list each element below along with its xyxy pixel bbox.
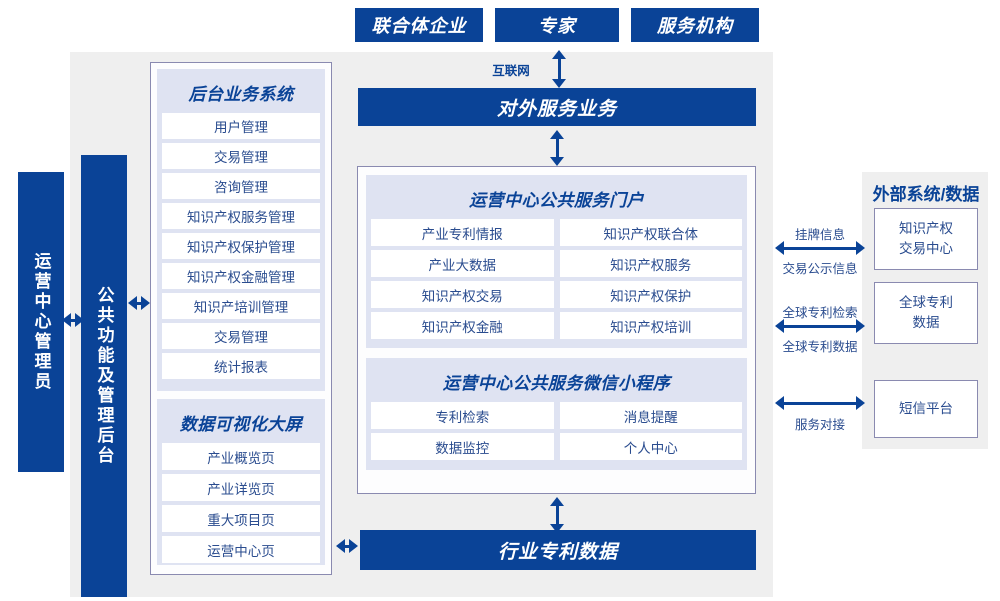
- top-actor-expert[interactable]: 专家: [495, 8, 619, 42]
- external-system-ip-exchange[interactable]: 知识产权 交易中心: [874, 208, 978, 270]
- external-flow-arrow-1: [775, 240, 865, 256]
- flow-label-jiaoyi-gongshi: 交易公示信息: [782, 262, 858, 276]
- service-to-portal-arrow: [549, 130, 565, 166]
- top-actor-service-org[interactable]: 服务机构: [631, 8, 759, 42]
- portal-to-industry-arrow: [549, 497, 565, 533]
- external-system-label: 全球专利 数据: [899, 295, 953, 330]
- miniprogram-item[interactable]: 数据监控: [371, 433, 554, 460]
- backend-systems-frame: 后台业务系统 用户管理 交易管理 咨询管理 知识产权服务管理 知识产权保护管理 …: [150, 62, 332, 575]
- top-actor-lianheti[interactable]: 联合体企业: [355, 8, 483, 42]
- list-item[interactable]: 交易管理: [162, 323, 320, 349]
- list-item[interactable]: 重大项目页: [162, 505, 320, 532]
- data-visualization-title: 数据可视化大屏: [179, 415, 303, 434]
- list-item[interactable]: 产业概览页: [162, 443, 320, 470]
- flow-label-guapai: 挂牌信息: [794, 228, 845, 242]
- data-visualization-group: 数据可视化大屏 产业概览页 产业详览页 重大项目页 运营中心页: [157, 399, 325, 565]
- portal-item[interactable]: 产业专利情报: [371, 219, 554, 246]
- list-item[interactable]: 咨询管理: [162, 173, 320, 199]
- backend-system-title: 后台业务系统: [188, 85, 294, 104]
- backend-system-list: 用户管理 交易管理 咨询管理 知识产权服务管理 知识产权保护管理 知识产权金融管…: [162, 113, 320, 379]
- portal-item[interactable]: 知识产权服务: [559, 250, 742, 277]
- role-common-backend-bar[interactable]: 公共功能及管理后台: [81, 155, 127, 597]
- role-operator-bar[interactable]: 运营中心管理员: [18, 172, 64, 472]
- data-visualization-list: 产业概览页 产业详览页 重大项目页 运营中心页: [162, 443, 320, 563]
- list-item[interactable]: 运营中心页: [162, 536, 320, 563]
- list-item[interactable]: 交易管理: [162, 143, 320, 169]
- visualization-to-industry-arrow: [336, 538, 358, 554]
- external-systems-title: 外部系统/数据: [872, 185, 980, 204]
- operator-to-backend-arrow: [62, 312, 84, 328]
- external-system-label: 短信平台: [899, 401, 953, 417]
- portal-group: 运营中心公共服务门户 产业专利情报 知识产权联合体 产业大数据 知识产权服务 知…: [366, 175, 747, 348]
- portal-item[interactable]: 知识产权保护: [559, 281, 742, 308]
- miniprogram-item[interactable]: 消息提醒: [559, 402, 742, 429]
- miniprogram-item[interactable]: 专利检索: [371, 402, 554, 429]
- flow-label-global-search: 全球专利检索: [782, 306, 858, 320]
- backend-to-system-arrow: [128, 295, 150, 311]
- list-item[interactable]: 知识产培训管理: [162, 293, 320, 319]
- flow-label-global-data: 全球专利数据: [782, 340, 858, 354]
- portal-item[interactable]: 知识产权金融: [371, 312, 554, 339]
- external-service-bar[interactable]: 对外服务业务: [358, 88, 756, 126]
- industry-patent-data-bar[interactable]: 行业专利数据: [360, 530, 756, 570]
- portal-item[interactable]: 产业大数据: [371, 250, 554, 277]
- portal-item[interactable]: 知识产权培训: [559, 312, 742, 339]
- internet-label: 互联网: [492, 64, 530, 78]
- external-flow-arrow-3: [775, 395, 865, 411]
- list-item[interactable]: 知识产权金融管理: [162, 263, 320, 289]
- flow-label-service-docking: 服务对接: [794, 418, 845, 432]
- list-item[interactable]: 知识产权保护管理: [162, 233, 320, 259]
- list-item[interactable]: 产业详览页: [162, 474, 320, 501]
- external-system-label: 知识产权 交易中心: [899, 221, 953, 256]
- external-system-global-patent[interactable]: 全球专利 数据: [874, 282, 978, 344]
- list-item[interactable]: 用户管理: [162, 113, 320, 139]
- portal-item[interactable]: 知识产权联合体: [559, 219, 742, 246]
- external-system-sms-platform[interactable]: 短信平台: [874, 380, 978, 438]
- miniprogram-group: 运营中心公共服务微信小程序 专利检索 消息提醒 数据监控 个人中心: [366, 358, 747, 470]
- portal-frame: 运营中心公共服务门户 产业专利情报 知识产权联合体 产业大数据 知识产权服务 知…: [357, 166, 756, 494]
- list-item[interactable]: 知识产权服务管理: [162, 203, 320, 229]
- miniprogram-item[interactable]: 个人中心: [559, 433, 742, 460]
- backend-system-group: 后台业务系统 用户管理 交易管理 咨询管理 知识产权服务管理 知识产权保护管理 …: [157, 69, 325, 391]
- portal-title: 运营中心公共服务门户: [469, 191, 644, 210]
- portal-item[interactable]: 知识产权交易: [371, 281, 554, 308]
- list-item[interactable]: 统计报表: [162, 353, 320, 379]
- internet-arrow: [551, 50, 567, 88]
- external-flow-arrow-2: [775, 318, 865, 334]
- miniprogram-title: 运营中心公共服务微信小程序: [442, 374, 671, 393]
